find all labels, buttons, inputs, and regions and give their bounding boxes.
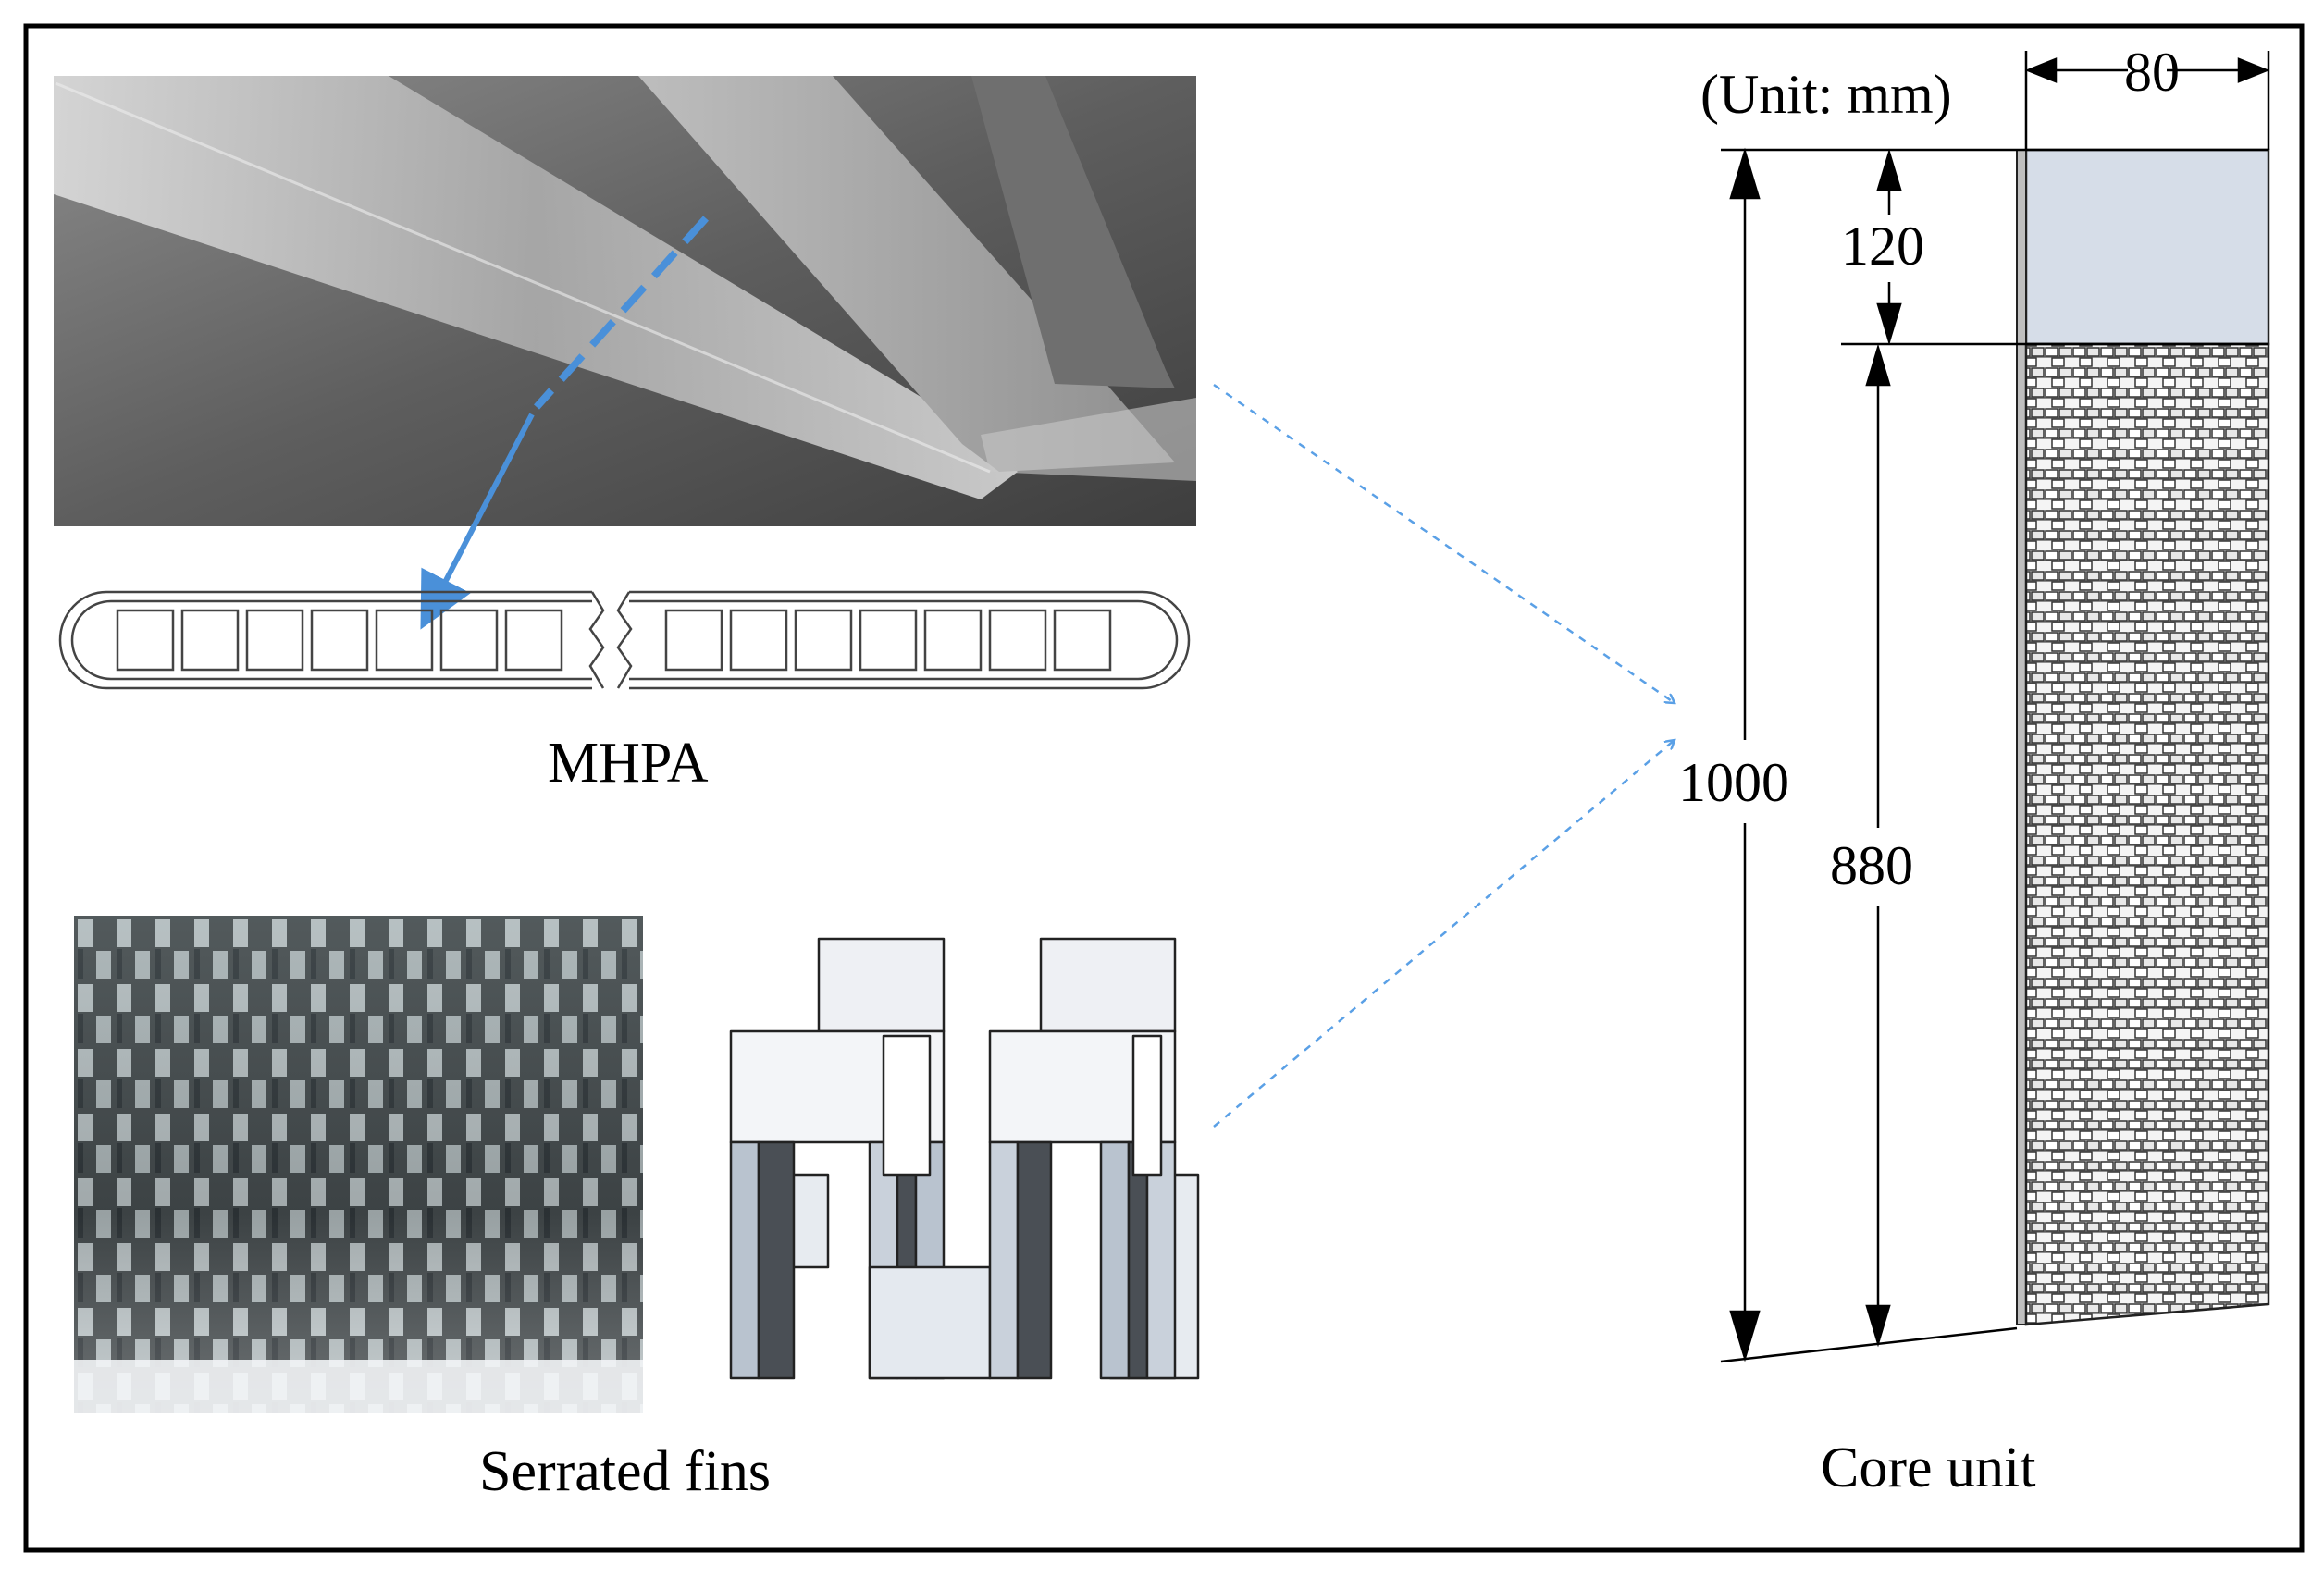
mhpa-cross-section	[58, 590, 1191, 690]
core-unit-model	[2016, 148, 2270, 1326]
cross-section-pointer	[420, 216, 709, 630]
total-height-dimension-label: 1000	[1678, 752, 1789, 813]
dimension-lines	[1720, 51, 2270, 1363]
unit-label: (Unit: mm)	[1700, 64, 1952, 125]
finned-section-dimension-label: 880	[1830, 835, 1913, 896]
serrated-fins-photo	[74, 916, 643, 1413]
mhpa-label: MHPA	[548, 732, 709, 795]
connector-lines	[1213, 383, 1675, 1128]
serrated-fins-label: Serrated fins	[479, 1440, 772, 1503]
core-unit-label: Core unit	[1821, 1436, 2036, 1499]
top-section-dimension-label: 120	[1841, 216, 1924, 277]
mhpa-photo	[54, 76, 1196, 526]
serrated-fin-model	[729, 937, 1200, 1380]
width-dimension-label: 80	[2124, 42, 2180, 103]
